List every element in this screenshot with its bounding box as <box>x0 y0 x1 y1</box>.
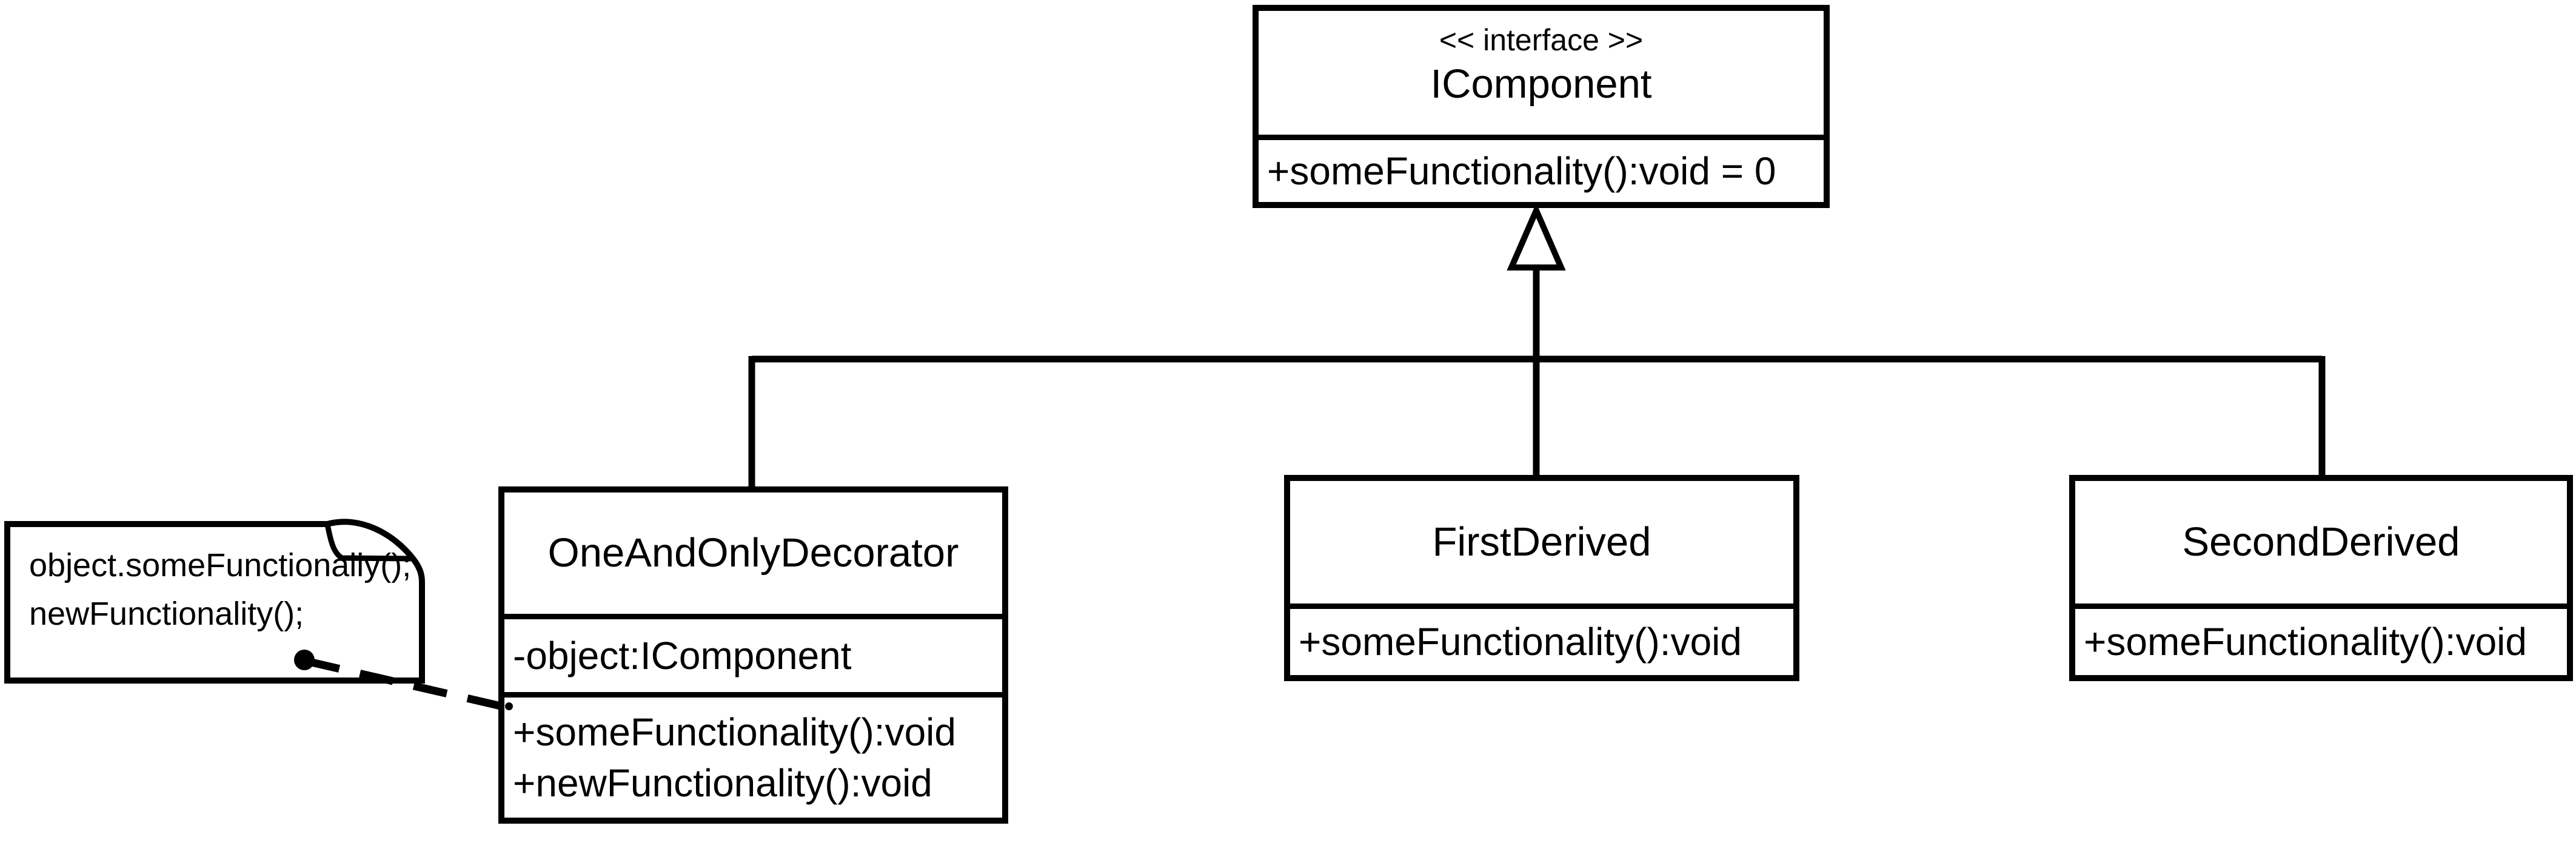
method-label: +someFunctionality():void = 0 <box>1267 149 1776 193</box>
note-line: object.someFunctionaliy(); <box>29 547 412 583</box>
dash-remnant-dot <box>505 702 513 710</box>
title-compartment: << interface >> IComponent <box>1259 11 1824 135</box>
note-line: newFunctionality(); <box>29 595 304 632</box>
class-name: FirstDerived <box>1432 519 1651 565</box>
note-shape <box>4 519 425 684</box>
class-box-secondderived: SecondDerived +someFunctionality():void <box>2069 475 2573 681</box>
note-dashed-connector <box>305 657 518 714</box>
methods-compartment: +someFunctionality():void +newFunctional… <box>504 692 1002 818</box>
title-compartment: SecondDerived <box>2075 481 2567 604</box>
note-anchor-dot <box>294 650 315 670</box>
class-box-firstderived: FirstDerived +someFunctionality():void <box>1284 475 1799 681</box>
method-label: +someFunctionality():void <box>1299 620 1742 664</box>
note-fold-line <box>324 523 412 562</box>
method-label: +someFunctionality():void <box>513 710 956 754</box>
method-label: +newFunctionality():void <box>513 761 932 805</box>
class-name: SecondDerived <box>2182 519 2460 565</box>
methods-compartment: +someFunctionality():void = 0 <box>1259 135 1824 202</box>
title-compartment: OneAndOnlyDecorator <box>504 493 1002 614</box>
note-text: object.someFunctionaliy(); newFunctional… <box>29 542 411 639</box>
class-box-oneandonlydecorator: OneAndOnlyDecorator -object:IComponent +… <box>498 486 1008 824</box>
method-label: +someFunctionality():void <box>2084 620 2527 664</box>
class-box-icomponent: << interface >> IComponent +someFunction… <box>1253 5 1830 208</box>
methods-compartment: +someFunctionality():void <box>1290 604 1793 675</box>
title-compartment: FirstDerived <box>1290 481 1793 604</box>
class-name: IComponent <box>1430 61 1652 107</box>
generalization-arrowhead <box>1507 203 1566 271</box>
class-name: OneAndOnlyDecorator <box>547 530 959 576</box>
methods-compartment: +someFunctionality():void <box>2075 604 2567 675</box>
stereotype-label: << interface >> <box>1439 22 1644 57</box>
attribute-label: -object:IComponent <box>513 633 852 677</box>
attributes-compartment: -object:IComponent <box>504 614 1002 692</box>
